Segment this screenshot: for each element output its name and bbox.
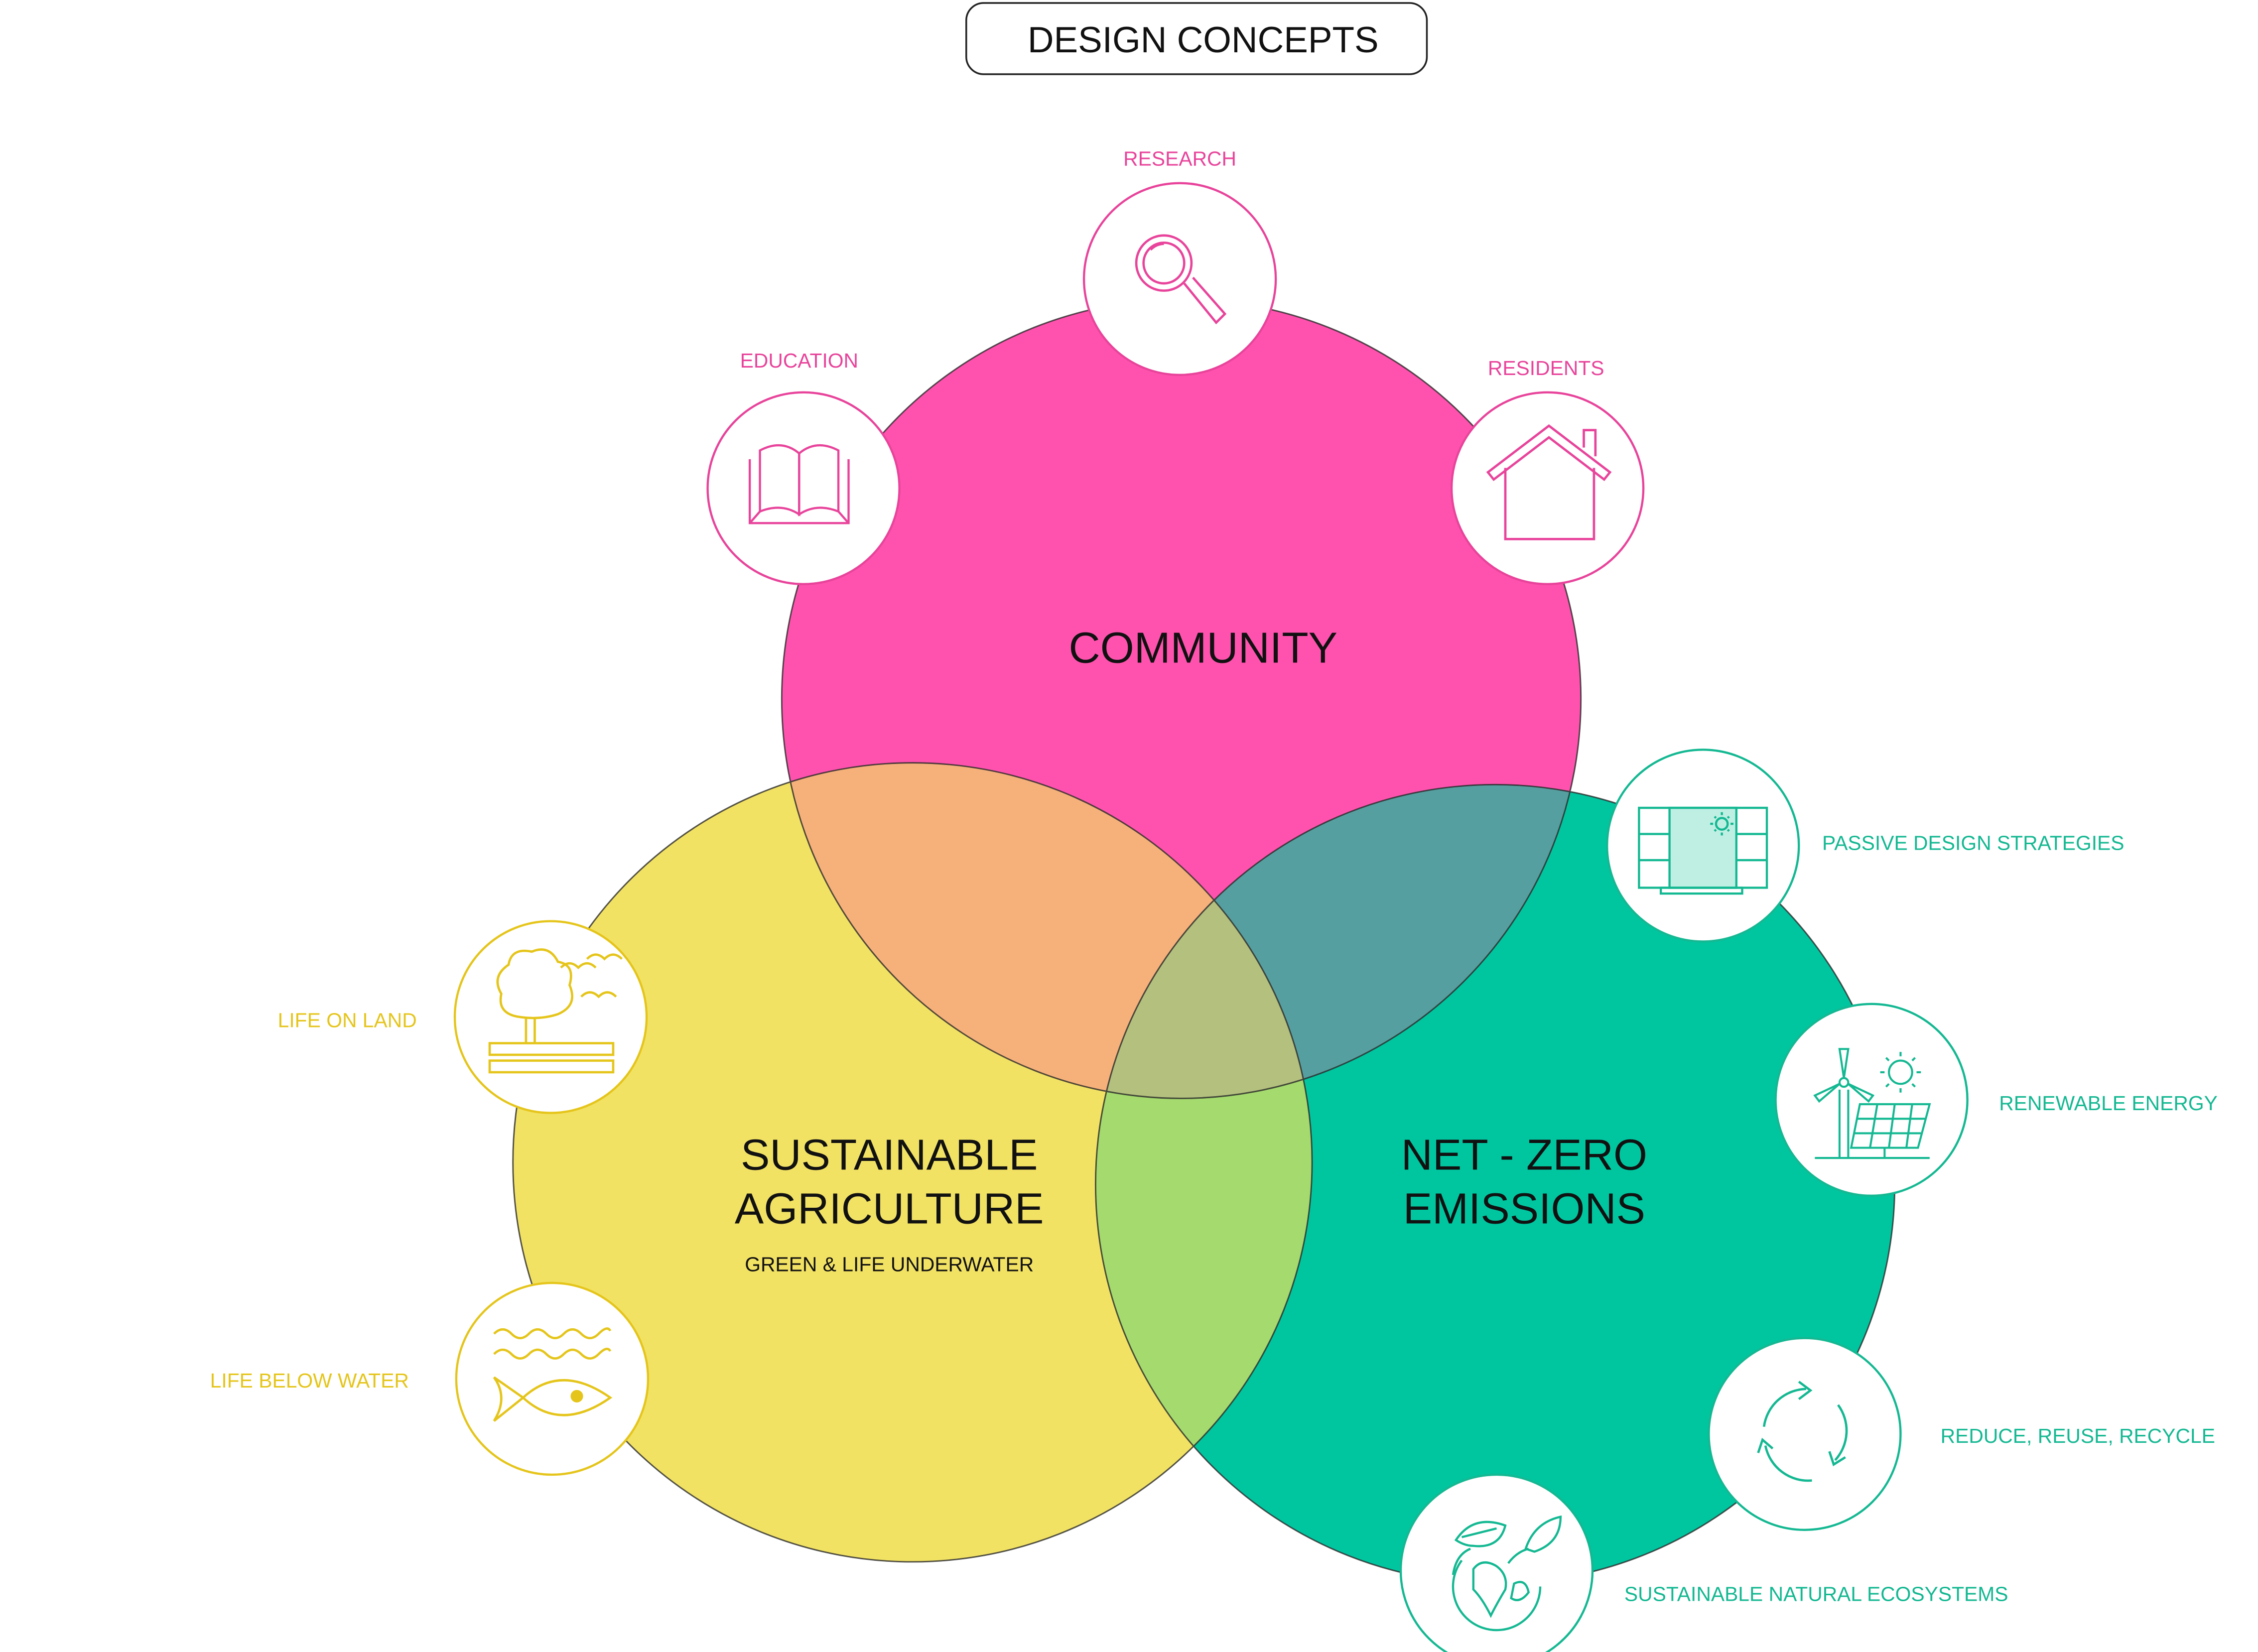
passive-design-label: PASSIVE DESIGN STRATEGIES	[1822, 832, 2125, 855]
life-on-land-label: LIFE ON LAND	[278, 1009, 417, 1032]
overlap-community-netzero	[1095, 784, 1581, 1099]
fish-waves-icon	[493, 1327, 613, 1422]
life-on-land-node: LIFE ON LAND	[278, 920, 648, 1114]
wind-solar-icon	[1813, 1048, 1931, 1159]
diagram-title: DESIGN CONCEPTS	[1028, 20, 1379, 60]
life-below-water-node: LIFE BELOW WATER	[210, 1281, 650, 1476]
book-icon	[748, 444, 850, 524]
title-box: DESIGN CONCEPTS	[965, 2, 1428, 75]
house-icon	[1486, 424, 1612, 540]
life-below-water-label: LIFE BELOW WATER	[210, 1369, 409, 1392]
agriculture-label-line1: SUSTAINABLE	[741, 1130, 1038, 1179]
recycle-icon	[1757, 1381, 1848, 1482]
tree-birds-icon	[488, 948, 623, 1074]
window-sun-icon	[1638, 806, 1768, 895]
community-label: COMMUNITY	[1069, 623, 1338, 672]
agriculture-sublabel: GREEN & LIFE UNDERWATER	[745, 1253, 1034, 1276]
residents-node: RESIDENTS	[1450, 357, 1645, 586]
ecosystems-label: SUSTAINABLE NATURAL ECOSYSTEMS	[1624, 1583, 2008, 1606]
recycle-label: REDUCE, REUSE, RECYCLE	[1941, 1424, 2215, 1447]
ecosystems-node: SUSTAINABLE NATURAL ECOSYSTEMS	[1399, 1473, 2008, 1652]
netzero-label-line1: NET - ZERO	[1401, 1130, 1647, 1179]
research-label: RESEARCH	[1123, 147, 1236, 170]
education-node: EDUCATION	[706, 349, 901, 586]
education-label: EDUCATION	[740, 349, 858, 372]
renewable-energy-node: RENEWABLE ENERGY	[1774, 1003, 2218, 1197]
passive-design-node: PASSIVE DESIGN STRATEGIES	[1606, 749, 2125, 943]
research-node: RESEARCH	[1082, 147, 1277, 376]
renewable-energy-label: RENEWABLE ENERGY	[1999, 1092, 2218, 1115]
magnifier-icon	[1135, 234, 1227, 325]
residents-label: RESIDENTS	[1488, 357, 1604, 380]
recycle-node: REDUCE, REUSE, RECYCLE	[1708, 1337, 2215, 1531]
agriculture-label-line2: AGRICULTURE	[735, 1184, 1044, 1233]
netzero-label-line2: EMISSIONS	[1403, 1184, 1645, 1233]
overlap-community-agriculture	[782, 762, 1313, 1099]
globe-leaves-icon	[1452, 1515, 1562, 1632]
